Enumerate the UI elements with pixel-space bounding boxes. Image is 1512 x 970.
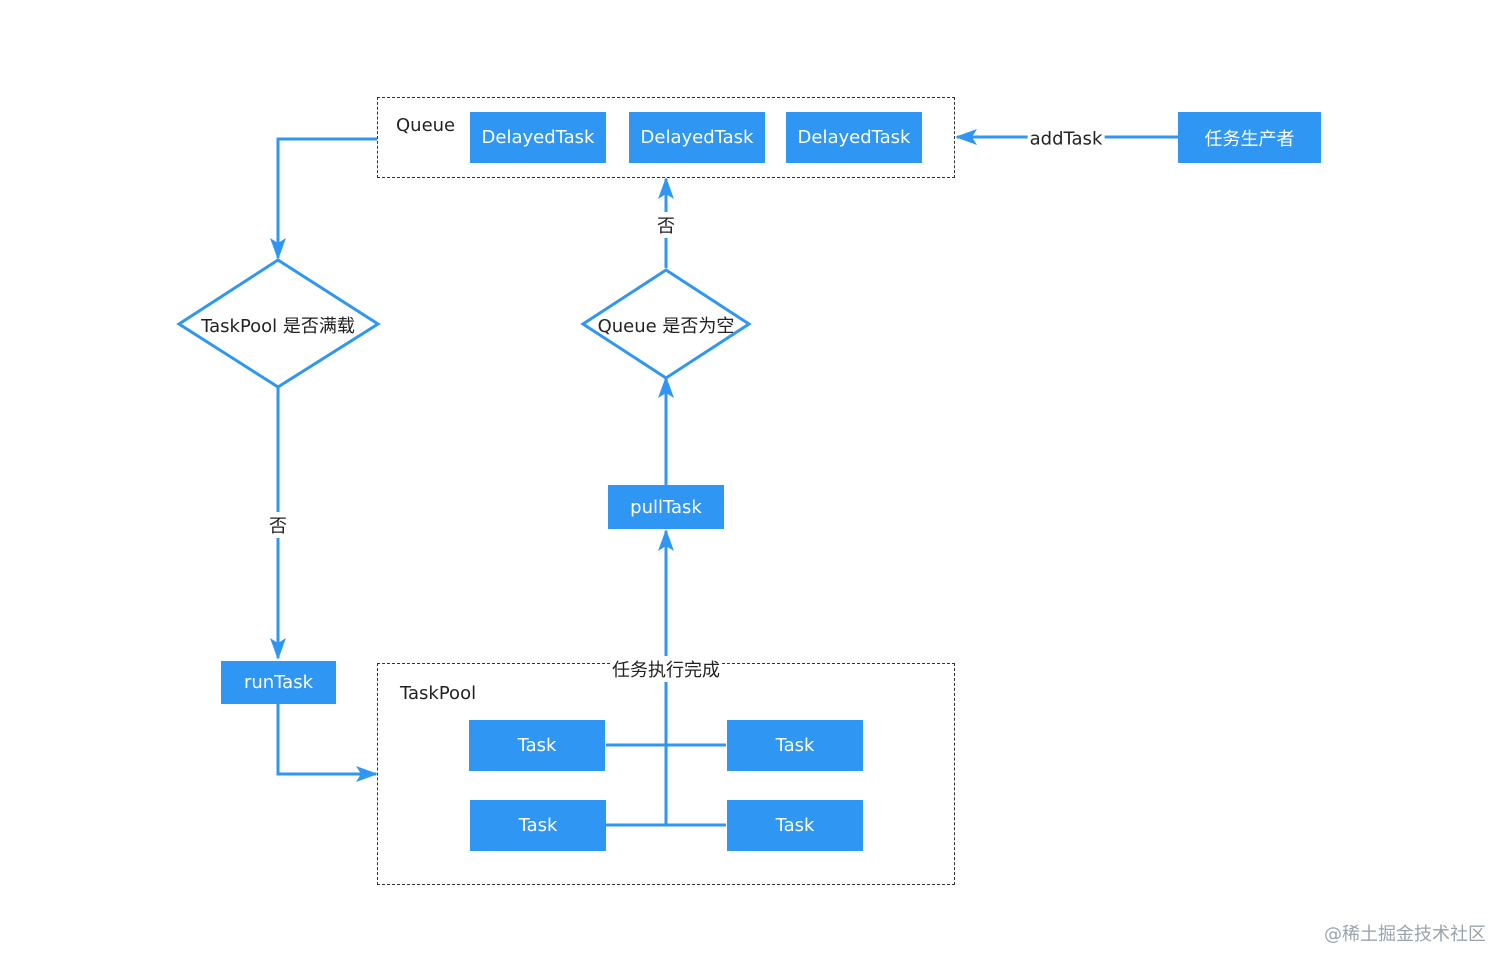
queue-delayed-task-3[interactable]: DelayedTask [786, 112, 922, 163]
pull-task-node[interactable]: pullTask [608, 485, 724, 529]
taskpool-container-label: TaskPool [400, 683, 477, 704]
edge-runtask-to-taskpool [276, 704, 378, 782]
taskpool-task-1[interactable]: Task [469, 720, 605, 771]
taskpool-task-2[interactable]: Task [727, 720, 863, 771]
decision-queue-empty-shape [580, 268, 752, 380]
decision-queue-empty-label: Queue 是否为空 [597, 316, 735, 337]
taskpool-task-3[interactable]: Task [470, 800, 606, 851]
edge-no-label-right: 否 [655, 212, 677, 238]
queue-delayed-task-1[interactable]: DelayedTask [470, 112, 606, 163]
queue-container-label: Queue [396, 115, 456, 136]
decision-taskpool-full-shape [176, 258, 381, 389]
edge-no-label-left: 否 [267, 512, 289, 538]
edge-add-task-label: addTask [1027, 128, 1105, 150]
edge-queue-to-taskpool-decision [270, 137, 377, 260]
run-task-node[interactable]: runTask [221, 661, 336, 704]
watermark: @稀土掘金技术社区 [1324, 924, 1486, 945]
queue-delayed-task-2[interactable]: DelayedTask [629, 112, 765, 163]
decision-taskpool-full-label: TaskPool 是否满载 [201, 316, 355, 337]
edge-task-done-label: 任务执行完成 [610, 656, 722, 682]
producer-node[interactable]: 任务生产者 [1178, 112, 1321, 163]
taskpool-task-4[interactable]: Task [727, 800, 863, 851]
queue-container [377, 97, 955, 178]
